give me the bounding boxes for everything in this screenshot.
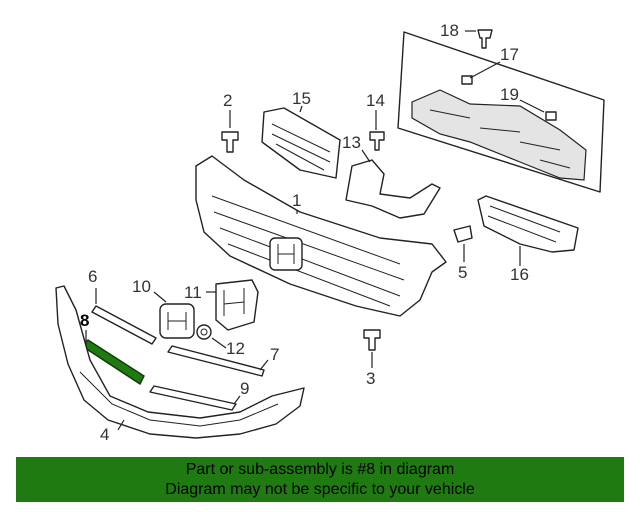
part-4-bumper xyxy=(55,285,305,439)
callout-labels: 1 2 3 4 5 6 7 8 9 10 11 12 13 14 15 16 1… xyxy=(80,21,529,444)
callout-12: 12 xyxy=(226,339,245,358)
part-15-reinforcement xyxy=(261,107,341,179)
banner-line-disclaimer: Diagram may not be specific to your vehi… xyxy=(165,481,475,498)
part-1-grille xyxy=(195,155,447,317)
callout-17: 17 xyxy=(500,45,519,64)
part-18-clip xyxy=(477,29,493,49)
part-16-bracket xyxy=(477,195,579,253)
callout-13: 13 xyxy=(342,133,361,152)
part-19-nuts xyxy=(461,75,557,121)
callout-15: 15 xyxy=(292,89,311,108)
part-6-molding xyxy=(91,305,157,345)
part-5-bolt xyxy=(453,225,473,243)
part-14-clip xyxy=(369,131,385,151)
callout-7: 7 xyxy=(270,345,279,364)
part-2-clip xyxy=(221,131,239,153)
callout-5: 5 xyxy=(458,263,467,282)
callout-8: 8 xyxy=(80,311,89,330)
callout-4: 4 xyxy=(100,425,109,444)
part-12-nut xyxy=(196,324,212,340)
leader-lines xyxy=(85,30,545,431)
part-10-emblem xyxy=(159,303,195,339)
callout-1: 1 xyxy=(292,191,301,210)
part-9-molding xyxy=(149,385,237,411)
callout-14: 14 xyxy=(366,91,385,110)
callout-18: 18 xyxy=(440,21,459,40)
callout-6: 6 xyxy=(88,267,97,286)
callout-11: 11 xyxy=(184,283,202,302)
callout-2: 2 xyxy=(223,91,232,110)
info-banner: Part or sub-assembly is #8 in diagram Di… xyxy=(16,457,624,502)
callout-9: 9 xyxy=(240,379,249,398)
part-13-bracket xyxy=(345,159,441,219)
callout-16: 16 xyxy=(510,265,529,284)
banner-line-part: Part or sub-assembly is #8 in diagram xyxy=(185,461,455,478)
part-3-clip xyxy=(363,329,381,351)
callout-3: 3 xyxy=(366,369,375,388)
callout-10: 10 xyxy=(132,277,151,296)
part-7-molding xyxy=(167,345,265,377)
part-11-emblem-base xyxy=(215,279,259,331)
callout-19: 19 xyxy=(500,85,519,104)
part-17-shroud xyxy=(397,31,605,193)
parts-diagram: 1 2 3 4 5 6 7 8 9 10 11 12 13 14 15 16 1… xyxy=(55,21,605,444)
